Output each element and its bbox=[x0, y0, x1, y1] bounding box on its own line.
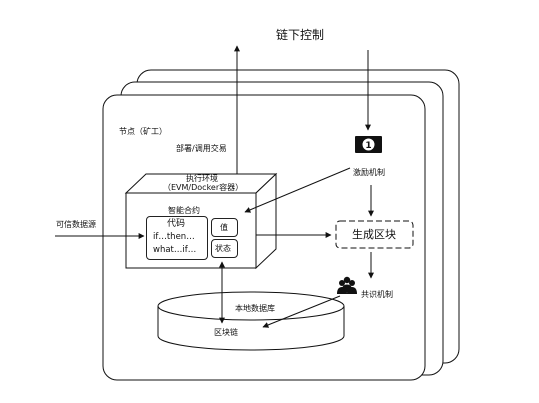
code-line-2: what…if… bbox=[153, 245, 197, 255]
value-label: 值 bbox=[220, 223, 228, 232]
blockchain-label: 区块链 bbox=[214, 328, 238, 337]
local-db-label: 本地数据库 bbox=[235, 304, 275, 313]
offchain-control-label: 链下控制 bbox=[276, 28, 325, 42]
smart-contract-title: 智能合约 bbox=[168, 206, 200, 215]
generate-block-box bbox=[335, 220, 414, 249]
consensus-label: 共识机制 bbox=[361, 290, 393, 299]
code-box: 代码 if…then… what…if… bbox=[146, 216, 208, 260]
deploy-call-tx-label: 部署/调用交易 bbox=[176, 144, 227, 153]
exec-env-label-line1: 执行环境 bbox=[186, 174, 218, 183]
svg-text:1: 1 bbox=[365, 141, 371, 151]
state-box: 状态 bbox=[211, 239, 238, 258]
people-group-icon bbox=[337, 276, 357, 294]
trusted-data-source-label: 可信数据源 bbox=[56, 220, 96, 229]
arrow-incentive-to-value bbox=[244, 167, 351, 213]
node-label: 节点（矿工） bbox=[119, 127, 167, 136]
code-title: 代码 bbox=[167, 219, 186, 229]
money-icon: 1 bbox=[355, 136, 382, 153]
local-database-cylinder bbox=[157, 291, 345, 351]
incentive-label: 激励机制 bbox=[353, 168, 385, 177]
value-box: 值 bbox=[211, 218, 238, 237]
code-line-1: if…then… bbox=[153, 232, 195, 242]
arrow-consensus-to-blockchain bbox=[262, 295, 341, 328]
generate-block-label: 生成区块 bbox=[352, 228, 396, 241]
exec-env-label-line2: （EVM/Docker容器） bbox=[163, 183, 244, 192]
state-label: 状态 bbox=[215, 244, 231, 253]
